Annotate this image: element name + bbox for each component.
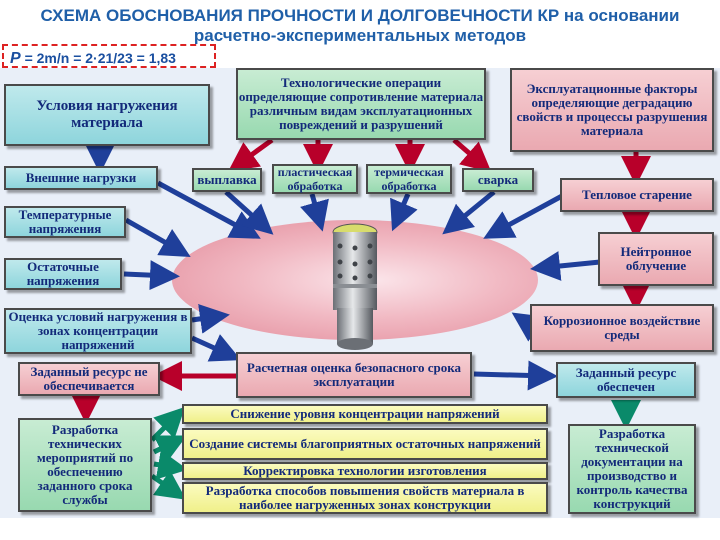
box-plastic-processing: пластическая обработка bbox=[272, 164, 358, 194]
box-safe-life-estimate: Расчетная оценка безопасного срока экспл… bbox=[236, 352, 472, 398]
box-loading-conditions: Условия нагружения материала bbox=[4, 84, 210, 146]
box-residual-stress: Остаточные напряжения bbox=[4, 258, 122, 290]
central-ellipse bbox=[172, 220, 538, 340]
box-welding: сварка bbox=[462, 168, 534, 192]
box-resource-ensured: Заданный ресурс обеспечен bbox=[556, 362, 696, 398]
measure-item-1: Снижение уровня концентрации напряжений bbox=[182, 404, 548, 424]
box-tech-measures: Разработка технических мероприятий по об… bbox=[18, 418, 152, 512]
box-stress-concentration: Оценка условий нагружения в зонах концен… bbox=[4, 308, 192, 354]
formula-text: = 2m/n = 2·21/23 = 1,83 bbox=[24, 50, 176, 66]
box-external-loads: Внешние нагрузки bbox=[4, 166, 158, 190]
box-resource-not-ensured: Заданный ресурс не обеспечивается bbox=[18, 362, 160, 396]
box-corrosion: Коррозионное воздействие среды bbox=[530, 304, 714, 352]
measure-item-2: Создание системы благоприятных остаточны… bbox=[182, 428, 548, 460]
formula-box: P = 2m/n = 2·21/23 = 1,83 bbox=[2, 44, 216, 68]
box-thermal-processing: термическая обработка bbox=[366, 164, 452, 194]
box-tech-operations: Технологические операции определяющие со… bbox=[236, 68, 486, 140]
measure-item-3: Корректировка технологии изготовления bbox=[182, 462, 548, 480]
measure-item-4: Разработка способов повышения свойств ма… bbox=[182, 482, 548, 514]
page-title: СХЕМА ОБОСНОВАНИЯ ПРОЧНОСТИ И ДОЛГОВЕЧНО… bbox=[40, 6, 680, 45]
box-operational-factors: Эксплуатационные факторы определяющие де… bbox=[510, 68, 714, 152]
box-smelting: выплавка bbox=[192, 168, 262, 192]
box-tech-documentation: Разработка технической документации на п… bbox=[568, 424, 696, 514]
box-neutron-irradiation: Нейтронное облучение bbox=[598, 232, 714, 286]
box-thermal-aging: Тепловое старение bbox=[560, 178, 714, 212]
formula-symbol: P bbox=[10, 50, 21, 67]
box-thermal-stress: Температурные напряжения bbox=[4, 206, 126, 238]
